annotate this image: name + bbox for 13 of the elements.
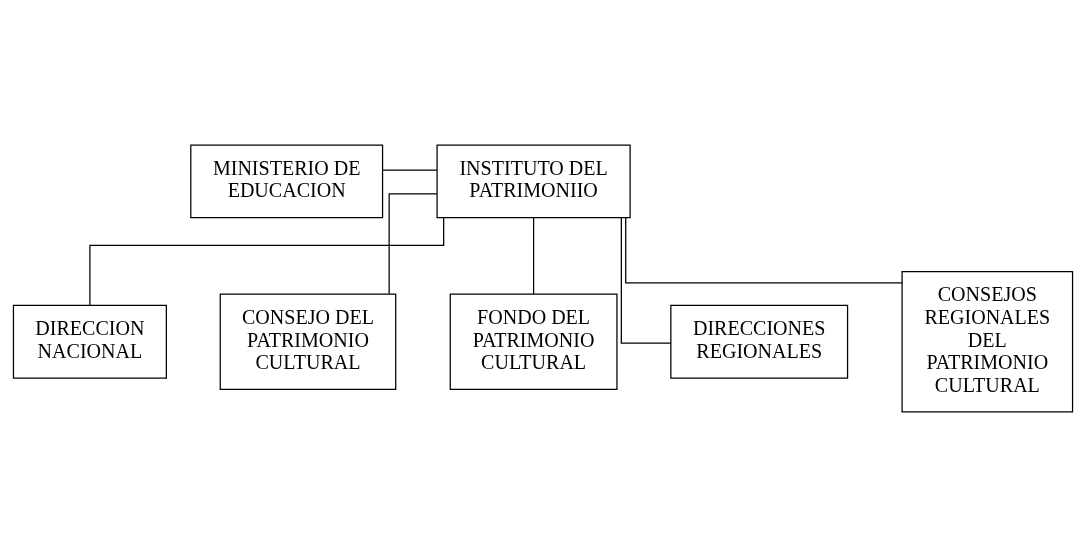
connector bbox=[532, 217, 535, 295]
connector bbox=[388, 193, 438, 295]
node-box: INSTITUTO DEL PATRIMONIIO bbox=[436, 144, 631, 219]
connector bbox=[89, 217, 445, 306]
node-box: CONSEJO DEL PATRIMONIO CULTURAL bbox=[219, 293, 397, 391]
connector bbox=[382, 169, 438, 171]
node-box: DIRECCIONES REGIONALES bbox=[670, 304, 849, 379]
connector bbox=[620, 217, 672, 344]
node-box: CONSEJOS REGIONALES DEL PATRIMONIO CULTURAL bbox=[901, 271, 1074, 413]
node-box: MINISTERIO DE EDUCACION bbox=[190, 144, 384, 219]
node-box: DIRECCION NACIONAL bbox=[12, 304, 167, 379]
connector bbox=[625, 217, 903, 284]
node-box: FONDO DEL PATRIMONIO CULTURAL bbox=[449, 293, 618, 391]
